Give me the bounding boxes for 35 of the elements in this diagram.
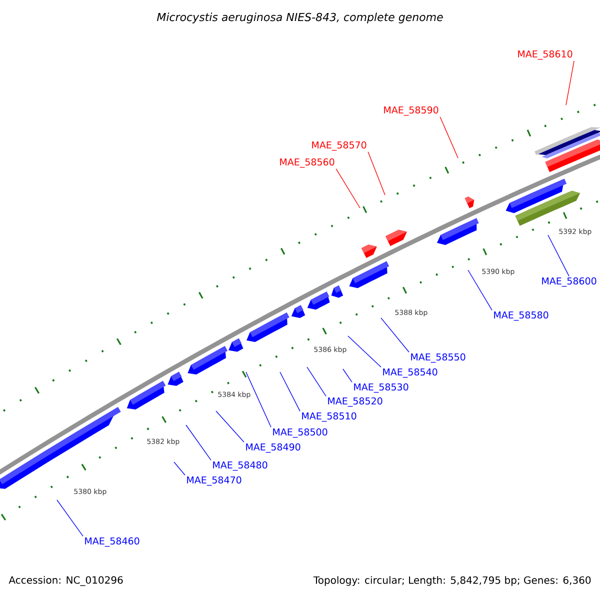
leader-line [280, 372, 300, 412]
leader-line [368, 152, 386, 196]
leader-line [548, 234, 570, 277]
leader-line [440, 116, 458, 158]
leader-line [216, 410, 244, 443]
gene-label: MAE_58530 [354, 383, 408, 393]
leader-line [336, 168, 360, 208]
leader-line [380, 318, 410, 353]
accession-text: Accession: NC_010296 [8, 576, 123, 586]
gene-label: MAE_58470 [187, 476, 242, 486]
leader-line [306, 366, 326, 397]
title: Microcystis aeruginosa NIES-843, complete genome [157, 12, 443, 24]
leader-line [174, 462, 186, 476]
gene-label: MAE_58570 [312, 141, 366, 151]
gene-label: MAE_58510 [302, 412, 356, 422]
gene-label: MAE_58550 [411, 353, 466, 363]
leader-line [246, 372, 272, 428]
gene-label: MAE_58460 [85, 537, 140, 547]
leader-line [566, 60, 574, 106]
leader-line [348, 336, 382, 368]
gene-label: MAE_58560 [280, 158, 334, 168]
gene-label: MAE_58540 [383, 368, 438, 378]
gene-label: MAE_58600 [542, 277, 596, 287]
leader-line [186, 424, 212, 461]
gene-label: MAE_58610 [518, 50, 572, 60]
leader-line [342, 368, 352, 383]
gene-label: MAE_58500 [273, 428, 328, 438]
gene-label: MAE_58480 [213, 461, 268, 471]
gene-label: MAE_58590 [384, 106, 438, 116]
genome-stats-text: Topology: circular; Length: 5,842,795 bp; Genes: 6,360 [313, 576, 591, 586]
gene-label: MAE_58490 [246, 443, 300, 453]
gene-label: MAE_58520 [328, 397, 382, 407]
gene-label: MAE_58580 [494, 311, 548, 321]
leader-line [468, 270, 492, 311]
leader-line [56, 500, 84, 536]
